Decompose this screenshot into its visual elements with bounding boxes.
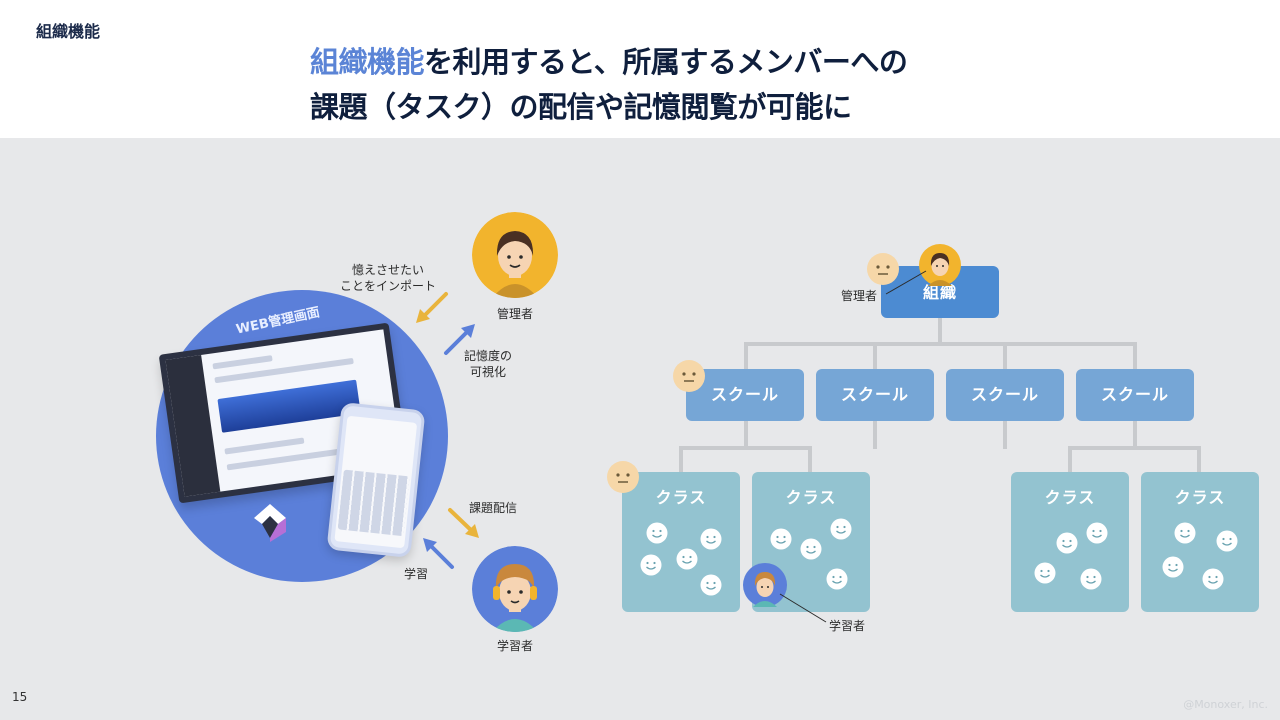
monoxer-logo-icon	[254, 504, 286, 542]
connector-line	[1068, 446, 1072, 474]
member-smiley-icon	[700, 574, 722, 596]
manager-pointer-line	[885, 270, 927, 295]
connector-line	[1197, 446, 1201, 474]
school-node-label: スクール	[840, 385, 909, 404]
connector-line	[744, 342, 748, 370]
manager-avatar-icon	[472, 212, 558, 298]
task-delivery-label: 課題配信	[468, 501, 517, 515]
headline-line-1: 組織機能を利用すると、所属するメンバーへの	[310, 40, 908, 85]
connector-line	[679, 446, 683, 474]
class-node-label: クラス	[785, 488, 837, 507]
class-node-label: クラス	[1044, 488, 1096, 507]
import-arrow-icon	[416, 292, 448, 323]
member-smiley-icon	[1174, 522, 1196, 544]
org-manager-avatar-icon	[919, 244, 961, 286]
connector-line	[1133, 421, 1137, 449]
connector-line	[808, 446, 812, 474]
member-smiley-icon	[676, 548, 698, 570]
connector-line	[1068, 446, 1200, 450]
school-node-label: スクール	[1100, 385, 1169, 404]
member-smiley-icon	[1216, 530, 1238, 552]
connector-line	[938, 318, 942, 344]
laptop-row	[212, 355, 273, 370]
import-label: 憶えさせたい ことをインポート	[339, 263, 436, 293]
school-node: スクール	[946, 369, 1064, 421]
connector-line	[1003, 421, 1007, 449]
class-node: クラス	[1141, 472, 1259, 612]
member-smiley-icon	[830, 518, 852, 540]
class-node-label: クラス	[1174, 488, 1226, 507]
class-node-label: クラス	[655, 488, 707, 507]
member-smiley-icon	[1162, 556, 1184, 578]
copyright: @Monoxer, Inc.	[1183, 698, 1268, 711]
school-node-label: スクール	[970, 385, 1039, 404]
class-manager-face-icon	[607, 461, 639, 493]
task-arrow-icon	[448, 508, 479, 538]
learn-label: 学習	[403, 567, 428, 581]
org-manager-label: 管理者	[840, 289, 877, 303]
member-smiley-icon	[826, 568, 848, 590]
member-smiley-icon	[1086, 522, 1108, 544]
connector-line	[1133, 342, 1137, 370]
school-node: スクール	[816, 369, 934, 421]
school-manager-face-icon	[673, 360, 705, 392]
connector-line	[744, 342, 1137, 346]
page-number: 15	[12, 690, 28, 704]
member-smiley-icon	[770, 528, 792, 550]
learner-pointer-line	[779, 593, 827, 623]
content-stage: WEB管理画面 憶えさせたい ことをインポート 記憶度の 可視化 課題配信 学習	[0, 138, 1280, 720]
manager-label: 管理者	[496, 307, 533, 321]
laptop-row	[224, 437, 305, 455]
learn-arrow-icon	[423, 538, 454, 569]
connector-line	[1003, 342, 1007, 370]
visualize-arrow-icon	[444, 324, 475, 355]
connector-line	[873, 342, 877, 370]
member-smiley-icon	[1034, 562, 1056, 584]
visualize-label: 記憶度の 可視化	[463, 349, 512, 379]
headline-line-1-rest: を利用すると、所属するメンバーへの	[424, 45, 908, 79]
class-learner-avatar-icon	[743, 563, 787, 607]
member-smiley-icon	[1202, 568, 1224, 590]
connector-line	[873, 421, 877, 449]
connector-line	[679, 446, 811, 450]
school-node-label: スクール	[710, 385, 779, 404]
headline-line-2: 課題（タスク）の配信や記憶閲覧が可能に	[310, 90, 852, 124]
member-smiley-icon	[1080, 568, 1102, 590]
school-node: スクール	[1076, 369, 1194, 421]
phone-illustration	[326, 402, 426, 558]
section-label: 組織機能	[36, 22, 101, 41]
org-node-label: 組織	[922, 283, 957, 302]
learner-avatar-icon	[472, 546, 558, 632]
class-learner-label: 学習者	[828, 619, 865, 633]
headline: 組織機能を利用すると、所属するメンバーへの 課題（タスク）の配信や記憶閲覧が可能…	[310, 40, 908, 130]
headline-accent: 組織機能	[310, 45, 425, 79]
member-smiley-icon	[800, 538, 822, 560]
phone-keyboard	[337, 469, 410, 537]
school-node: スクール	[686, 369, 804, 421]
member-smiley-icon	[640, 554, 662, 576]
member-smiley-icon	[1056, 532, 1078, 554]
learner-label: 学習者	[496, 639, 533, 653]
member-smiley-icon	[700, 528, 722, 550]
member-smiley-icon	[646, 522, 668, 544]
connector-line	[744, 421, 748, 449]
manager-neutral-face-icon	[867, 253, 899, 285]
